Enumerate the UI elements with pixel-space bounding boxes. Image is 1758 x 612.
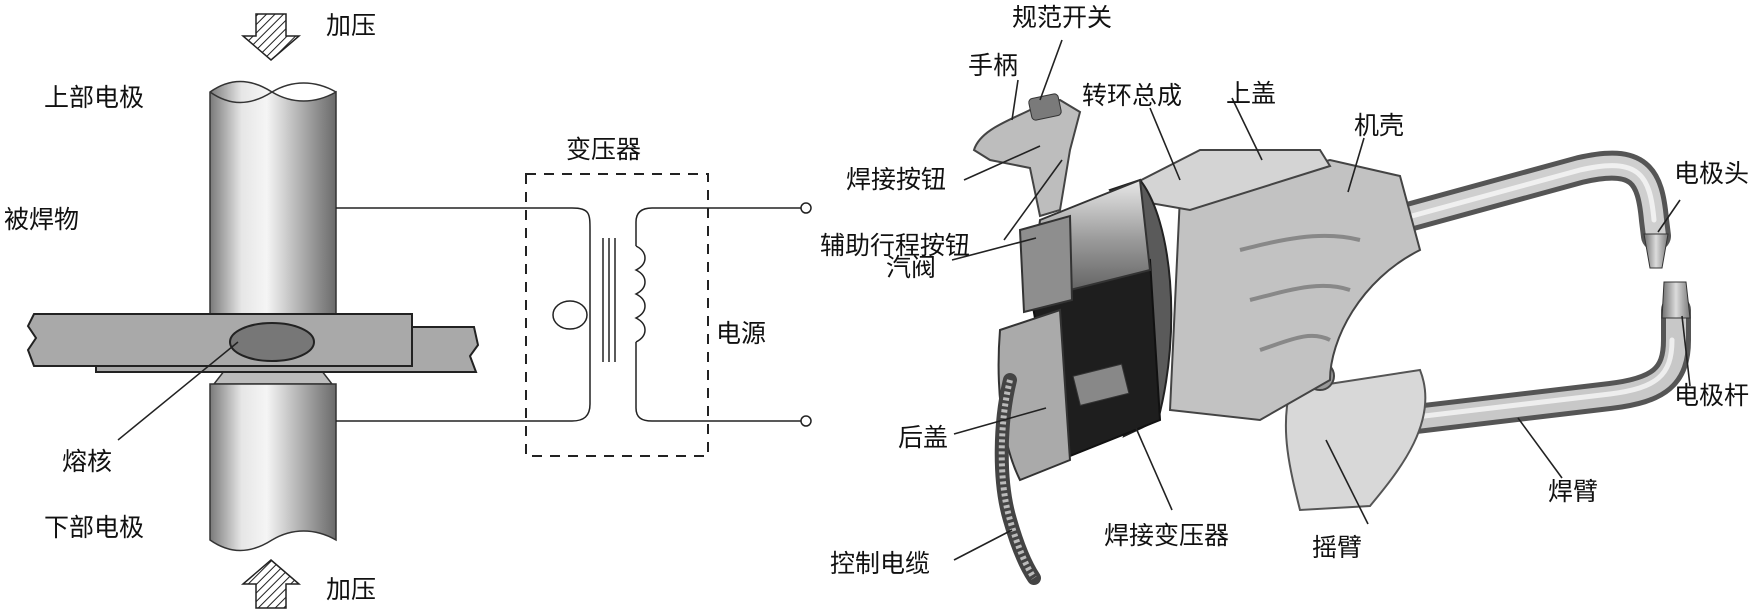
- secondary-circuit: [336, 202, 812, 427]
- label-power-source: 电源: [716, 319, 766, 348]
- label-housing: 机壳: [1354, 111, 1404, 140]
- upper-electrode: [209, 80, 337, 337]
- label-control-cable: 控制电缆: [830, 549, 930, 578]
- label-rocker-arm: 摇臂: [1312, 533, 1362, 562]
- label-press-bottom: 加压: [326, 575, 376, 604]
- weld-nugget: [229, 322, 315, 362]
- label-electrode-tip: 电极头: [1674, 159, 1749, 188]
- lower-electrode: [209, 365, 337, 552]
- schematic-diagram: 加压 上部电极 被焊物 变压器 电源 熔核 下部电极 加压: [4, 11, 812, 609]
- label-spec-switch: 规范开关: [1012, 3, 1112, 32]
- handle: [972, 98, 1082, 218]
- welding-arm: [1325, 150, 1691, 443]
- label-rear-cover: 后盖: [898, 423, 948, 452]
- label-weld-button: 焊接按钮: [846, 165, 946, 194]
- label-top-cover: 上盖: [1226, 79, 1276, 108]
- nugget-leader: [117, 341, 239, 441]
- press-arrow-top-icon: [240, 13, 302, 61]
- welding-gun-illustration: 规范开关 手柄 转环总成 上盖 机壳 焊接按钮 电极头 辅助行程按钮 汽阀 电极…: [820, 3, 1749, 585]
- transformer-box: [525, 173, 709, 457]
- label-press-top: 加压: [326, 11, 376, 40]
- label-handle: 手柄: [968, 51, 1018, 80]
- label-aux-stroke-button: 辅助行程按钮: [820, 231, 970, 260]
- label-welding-arm: 焊臂: [1548, 477, 1598, 506]
- label-air-valve: 汽阀: [886, 253, 936, 282]
- label-lower-electrode: 下部电极: [44, 513, 144, 542]
- electrode-tip-lower: [1661, 281, 1691, 319]
- electrode-tip-upper: [1643, 233, 1669, 269]
- label-electrode-rod: 电极杆: [1674, 381, 1749, 410]
- label-welding-transformer: 焊接变压器: [1104, 521, 1229, 550]
- workpiece-lower-sheet: [26, 313, 413, 367]
- label-workpiece: 被焊物: [4, 205, 79, 234]
- label-upper-electrode: 上部电极: [44, 83, 144, 112]
- label-swivel-assembly: 转环总成: [1082, 81, 1182, 110]
- label-nugget: 熔核: [62, 447, 112, 476]
- top-cover: [1106, 149, 1332, 212]
- press-arrow-bottom-icon: [240, 559, 302, 609]
- leader-lines: [951, 39, 1691, 561]
- control-cable: [994, 373, 1041, 585]
- rocker-arm: [1284, 368, 1427, 512]
- air-valve: [1018, 214, 1074, 314]
- label-transformer: 变压器: [566, 135, 641, 164]
